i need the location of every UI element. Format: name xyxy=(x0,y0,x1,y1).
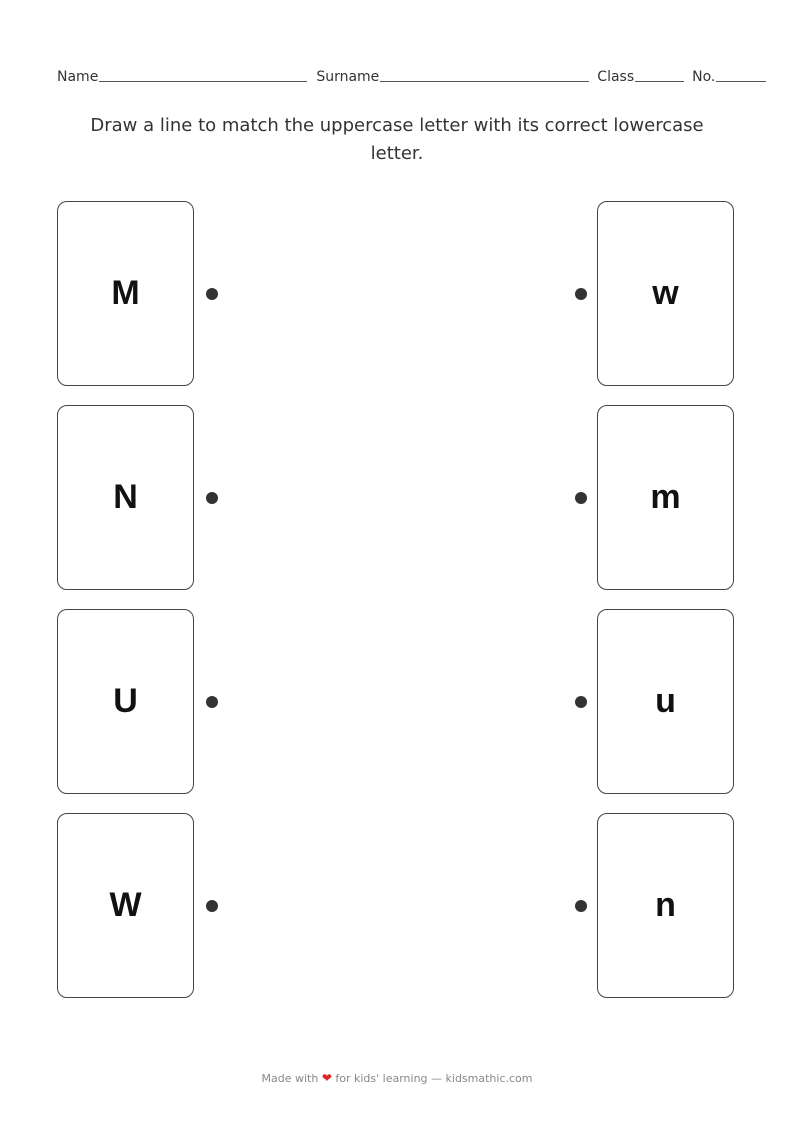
lowercase-card-2: m xyxy=(597,405,734,590)
right-dot-3[interactable] xyxy=(575,696,587,708)
right-dot-2[interactable] xyxy=(575,492,587,504)
number-label: No. xyxy=(692,69,716,85)
left-dot-2[interactable] xyxy=(206,492,218,504)
class-blank-line[interactable] xyxy=(635,80,685,82)
number-field[interactable]: No. xyxy=(692,69,767,85)
name-label: Name xyxy=(57,69,99,85)
name-field[interactable]: Name xyxy=(57,69,308,85)
uppercase-card-3: U xyxy=(57,609,194,794)
uppercase-card-2: N xyxy=(57,405,194,590)
left-dot-3[interactable] xyxy=(206,696,218,708)
class-field[interactable]: Class xyxy=(597,69,685,85)
lowercase-card-3: u xyxy=(597,609,734,794)
heart-icon: ❤ xyxy=(321,1071,332,1085)
lowercase-card-1: w xyxy=(597,201,734,386)
right-dot-4[interactable] xyxy=(575,900,587,912)
number-blank-line[interactable] xyxy=(716,80,767,82)
class-label: Class xyxy=(597,69,635,85)
surname-label: Surname xyxy=(316,69,380,85)
left-dot-4[interactable] xyxy=(206,900,218,912)
surname-field[interactable]: Surname xyxy=(316,69,590,85)
name-blank-line[interactable] xyxy=(99,80,308,82)
instructions: Draw a line to match the uppercase lette… xyxy=(90,115,704,164)
footer-suffix: for kids' learning — kidsmathic.com xyxy=(335,1072,533,1085)
surname-blank-line[interactable] xyxy=(380,80,590,82)
student-info-header: Name Surname Class No. xyxy=(57,69,773,85)
uppercase-card-4: W xyxy=(57,813,194,998)
left-dot-1[interactable] xyxy=(206,288,218,300)
lowercase-card-4: n xyxy=(597,813,734,998)
uppercase-card-1: M xyxy=(57,201,194,386)
footer-prefix: Made with xyxy=(261,1072,319,1085)
footer: Made with ❤ for kids' learning — kidsmat… xyxy=(0,1071,794,1085)
right-dot-1[interactable] xyxy=(575,288,587,300)
